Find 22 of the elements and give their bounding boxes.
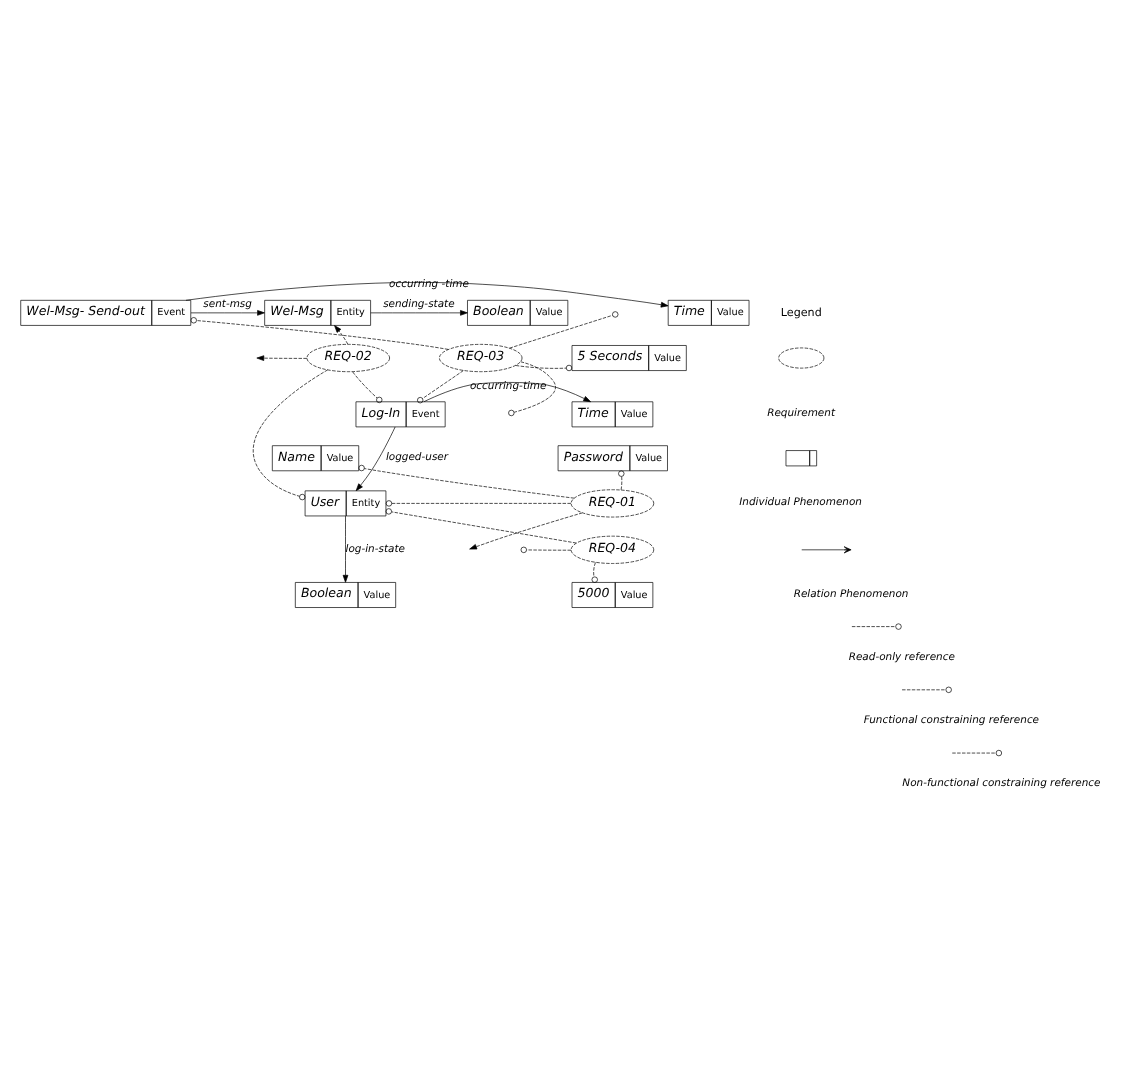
connector bbox=[515, 364, 573, 372]
connector bbox=[385, 500, 572, 507]
connector bbox=[252, 369, 328, 501]
arrow bbox=[190, 310, 265, 316]
connector bbox=[591, 562, 598, 583]
connector bbox=[385, 508, 577, 544]
connector bbox=[513, 361, 556, 413]
arrow bbox=[469, 512, 583, 550]
arrow bbox=[334, 325, 349, 345]
connector bbox=[526, 549, 572, 551]
connector bbox=[358, 464, 575, 499]
arrow bbox=[256, 355, 308, 361]
arrow bbox=[342, 515, 349, 583]
connector bbox=[618, 470, 625, 491]
arrow bbox=[355, 426, 396, 492]
connector bbox=[417, 370, 464, 404]
connector bbox=[190, 317, 449, 350]
arrow bbox=[185, 282, 669, 308]
arrow bbox=[370, 310, 468, 316]
connector bbox=[352, 371, 383, 404]
arrow bbox=[423, 382, 591, 403]
connector bbox=[509, 314, 613, 349]
